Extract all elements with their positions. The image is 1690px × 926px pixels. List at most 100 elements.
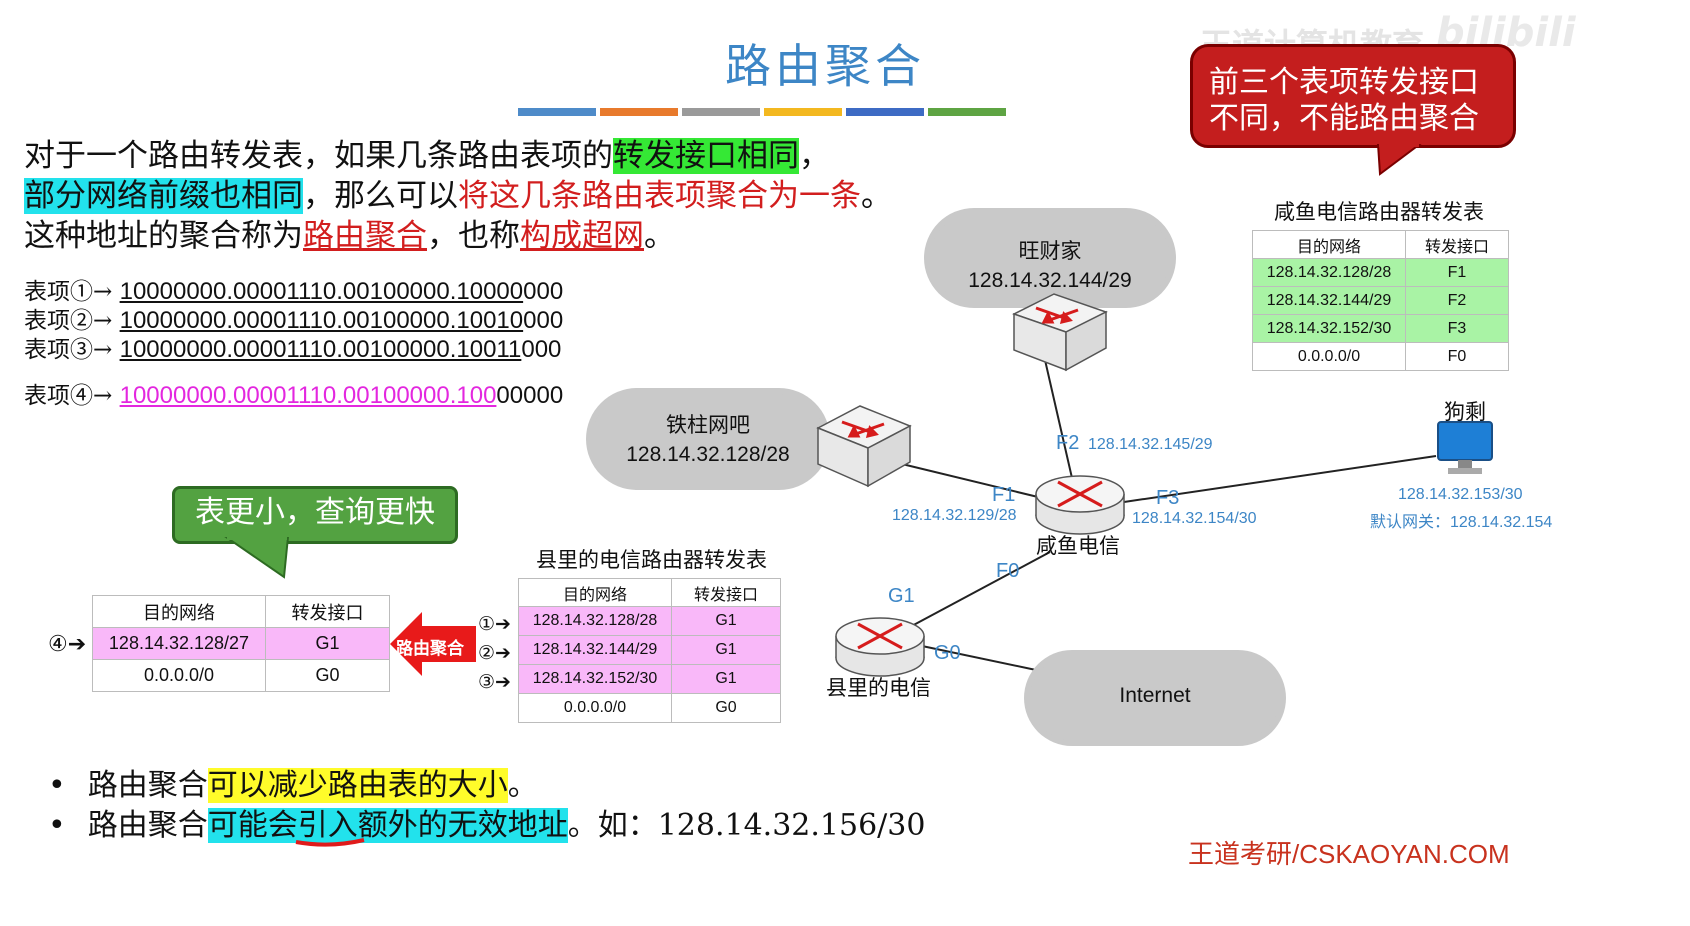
cloud-tiezhu [592,394,824,484]
table-cell: 128.14.32.128/28 [1252,258,1406,287]
intro-text: 。这种地址的聚合称为 [24,178,892,254]
table-row: 0.0.0.0/0 G0 [518,693,781,723]
title-bar-segment [600,108,678,116]
router-icon [835,617,925,677]
binary-entry: 表项①→ 10000000.00001110.00100000.10000000 [24,272,563,306]
green-callout: 表更小，查询更快 [172,486,458,544]
cloud-wangcai [930,214,1170,302]
table-header: 转发接口 [1405,230,1509,259]
binary-entry-aggregated: 表项④→ 10000000.00001110.00100000.10000000 [24,376,563,410]
entry-prefix: 10000000.00001110.00100000.10010 [119,307,524,334]
intro-paragraph: 对于一个路由转发表，如果几条路由表项的转发接口相同， 部分网络前缀也相同，那么可… [24,136,904,256]
term-route-aggregation: 路由聚合 [303,218,427,254]
internet-label: Internet [1119,684,1191,707]
marker-4: ④➔ [48,632,87,657]
table-cell: G0 [265,659,390,692]
router-icon [1035,475,1125,535]
table-row: 128.14.32.128/28 F1 [1252,258,1509,287]
highlight-same-prefix: 部分网络前缀也相同 [24,178,303,214]
xianyu-router-table: 目的网络 转发接口 128.14.32.128/28 F1 128.14.32.… [1252,230,1509,371]
gousheng-ip: 128.14.32.153/30 [1398,486,1523,503]
red-underline-mark [295,838,365,847]
port-f3: F3 [1156,487,1180,509]
port-g0: G0 [934,642,961,664]
table-header: 目的网络 [518,578,672,607]
wangcai-labels: 旺财家 128.14.32.144/29 [930,236,1170,296]
aggregated-table: 目的网络 转发接口 128.14.32.128/27 G1 0.0.0.0/0 … [92,595,390,692]
bullet-text: 。如：128.14.32.156/30 [567,808,926,843]
table-header: 转发接口 [265,595,390,628]
table-cell: F2 [1405,286,1509,315]
title-bar-segment [764,108,842,116]
port-f2: F2 [1056,432,1080,454]
intro-text: ，那么可以 [303,178,458,214]
table-cell: 128.14.32.128/28 [518,606,672,636]
table-cell: G1 [671,606,781,636]
table-cell: 0.0.0.0/0 [1252,342,1406,371]
port-f2-ip: 128.14.32.145/29 [1088,436,1213,453]
aggregation-arrow-icon [390,612,476,676]
county-router-name: 县里的电信 [826,676,931,700]
intro-text: ，也称 [427,218,520,254]
entry-prefix: 10000000.00001110.00100000.10000 [119,278,524,305]
footer-brand: 王道考研/CSKAOYAN.COM [1188,839,1510,869]
tiezhu-network: 128.14.32.128/28 [626,443,790,466]
table-cell: G0 [671,693,781,723]
table-row: 0.0.0.0/0 F0 [1252,342,1509,371]
bullet-text: 路由聚合 [87,768,208,803]
table-row: 0.0.0.0/0 G0 [92,659,390,692]
bullet-text: 。 [507,768,538,803]
port-f1: F1 [992,484,1016,506]
entry-prefix: 10000000.00001110.00100000.100 [119,382,497,409]
table-cell: F0 [1405,342,1509,371]
green-callout-tail [224,537,290,579]
red-callout-tail [1376,144,1422,176]
page-title: 路由聚合 [725,39,925,93]
port-f3-ip: 128.14.32.154/30 [1132,510,1257,527]
bullet-highlight: 可以减少路由表的大小 [207,768,508,803]
table-cell: 128.14.32.144/29 [518,635,672,665]
table-cell: 0.0.0.0/0 [518,693,672,723]
wangcai-network: 128.14.32.144/29 [968,269,1132,292]
entry-label: 表项④→ [24,383,113,409]
red-text-merge: 将这几条路由表项聚合为一条 [458,178,861,214]
port-g1: G1 [888,585,915,607]
bullet-text: 路由聚合 [87,808,208,843]
intro-text: 。 [644,218,675,254]
bullet-item: •路由聚合可以减少路由表的大小。 [48,768,538,803]
entry-label: 表项③→ [24,337,113,363]
binary-entry: 表项②→ 10000000.00001110.00100000.10010000 [24,301,563,335]
county-table-title: 县里的电信路由器转发表 [536,548,767,572]
table-row: 128.14.32.152/30 F3 [1252,314,1509,343]
county-row-markers: ①➔ ②➔ ③➔ [478,613,511,693]
table-row: 128.14.32.144/29 F2 [1252,286,1509,315]
port-f0: F0 [996,560,1020,582]
entry-suffix: 000 [521,336,562,363]
entry-label: 表项②→ [24,308,113,334]
table-cell: 128.14.32.144/29 [1252,286,1406,315]
intro-text: 对于一个路由转发表，如果几条路由表项的 [24,138,613,174]
highlight-same-interface: 转发接口相同 [613,138,799,174]
tiezhu-name: 铁柱网吧 [666,413,750,437]
table-cell: F3 [1405,314,1509,343]
switch-icon [816,405,912,488]
red-callout-line2: 不同，不能路由聚合 [1209,101,1479,136]
intro-text: ， [799,138,830,174]
table-row: 128.14.32.128/28 G1 [518,606,781,636]
title-bar-segment [682,108,760,116]
entry-suffix: 000 [523,307,564,334]
table-cell: 128.14.32.152/30 [518,664,672,694]
gousheng-name: 狗剩 [1444,400,1486,424]
bullet-highlight: 可能会引入额外的无效地址 [207,808,568,843]
binary-entry: 表项③→ 10000000.00001110.00100000.10011000 [24,330,561,364]
table-cell: F1 [1405,258,1509,287]
table-cell: 128.14.32.152/30 [1252,314,1406,343]
entry-prefix: 10000000.00001110.00100000.10011 [119,336,522,363]
table-header: 目的网络 [92,595,266,628]
xianyu-router-name: 咸鱼电信 [1036,534,1120,558]
gousheng-gateway: 默认网关：128.14.32.154 [1370,514,1553,531]
table-row: 128.14.32.144/29 G1 [518,635,781,665]
county-router-table: 目的网络 转发接口 128.14.32.128/28 G1 128.14.32.… [518,578,781,723]
term-supernet: 构成超网 [520,218,644,254]
